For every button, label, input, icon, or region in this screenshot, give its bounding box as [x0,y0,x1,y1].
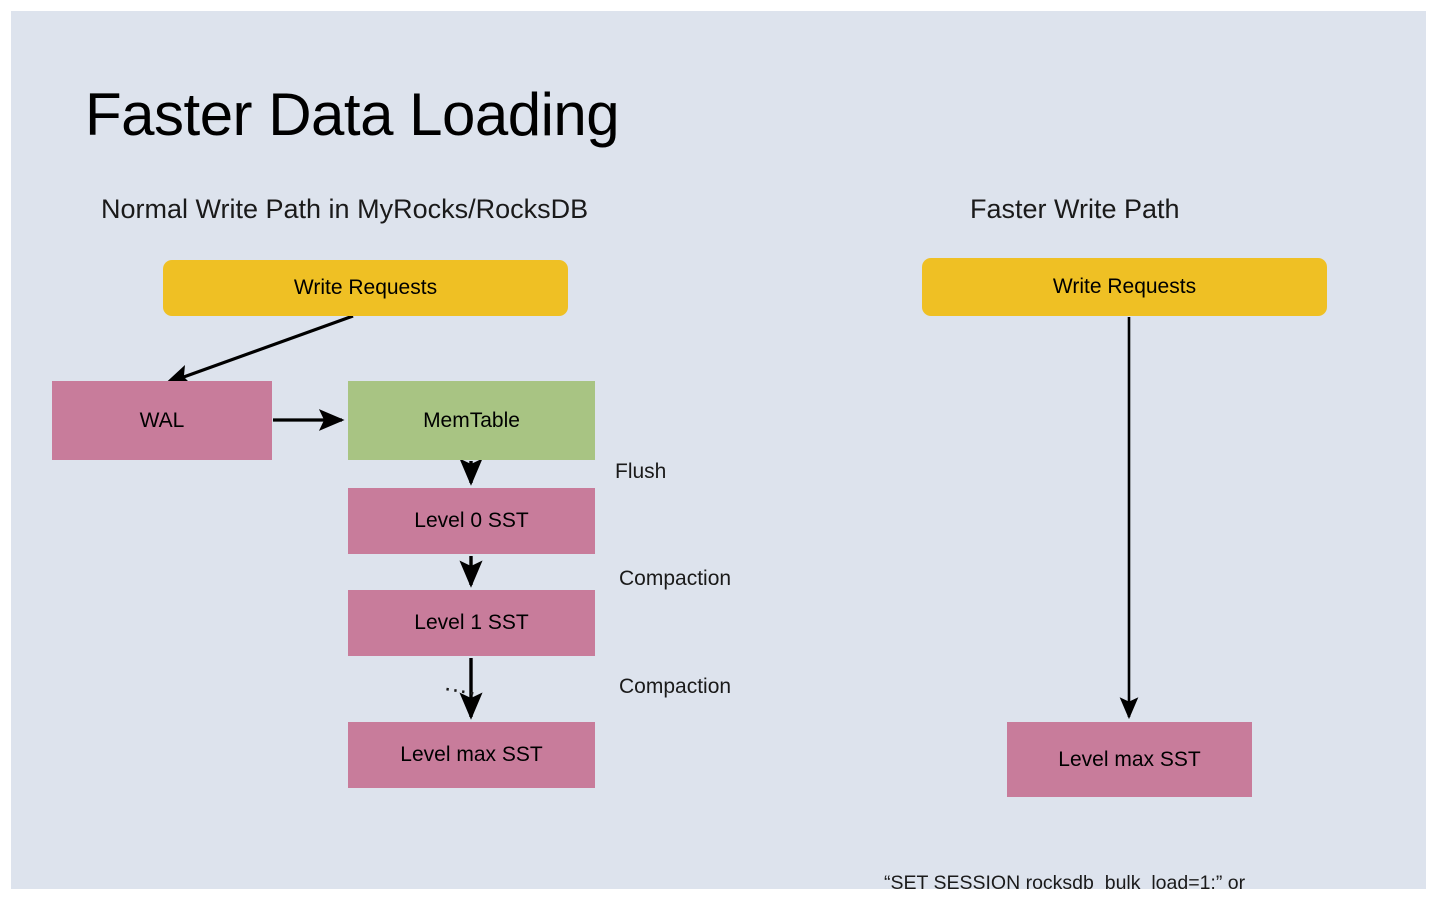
slide-title: Faster Data Loading [85,81,620,148]
right-column-heading: Faster Write Path [970,194,1180,224]
node-level-max-sst-right[interactable]: Level max SST [1007,722,1252,797]
node-write-requests-right[interactable]: Write Requests [922,258,1327,316]
bulk-load-caption-line-1: “SET SESSION rocksdb_bulk_load=1;” or [884,872,1246,889]
node-level-max-sst-left[interactable]: Level max SST [348,722,595,788]
edge-label-compaction-2: Compaction [619,675,732,698]
edge-label-compaction-1: Compaction [619,567,732,590]
node-level-0-sst[interactable]: Level 0 SST [348,488,595,554]
node-memtable[interactable]: MemTable [348,381,595,460]
node-level-1-sst[interactable]: Level 1 SST [348,590,595,656]
left-column-heading: Normal Write Path in MyRocks/RocksDB [101,194,589,224]
slide-canvas: Faster Data Loading Normal Write Path in… [11,11,1426,889]
node-write-requests-left[interactable]: Write Requests [163,260,568,316]
edge-label-flush: Flush [615,460,667,483]
node-wal[interactable]: WAL [52,381,272,460]
arrow-write-requests-to-wal [164,314,354,386]
ellipsis-marker: …. [441,668,480,702]
bulk-load-caption: “SET SESSION rocksdb_bulk_load=1;” or “S… [884,821,1304,889]
